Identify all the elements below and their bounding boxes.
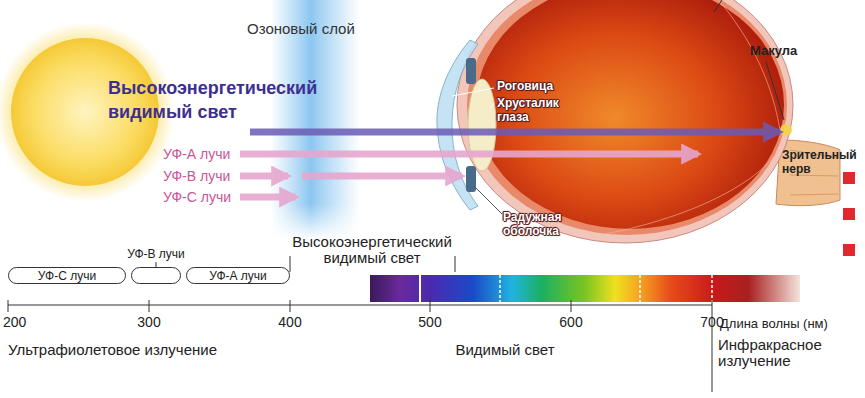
label: Видимый свет (445, 341, 565, 358)
leader-line (766, 62, 784, 120)
label: Высокоэнергетический видимый свет (108, 76, 323, 124)
spectrum-scale (455, 256, 456, 272)
ray-arrow (240, 173, 288, 180)
axis-number: 300 (134, 314, 164, 330)
eye (466, 58, 476, 84)
axis-number: 400 (275, 314, 305, 330)
label: Макула (750, 44, 797, 59)
leader-line (452, 88, 494, 96)
eye (457, 0, 793, 243)
band-label: УФ-С лучи (38, 269, 96, 283)
bullet-square (843, 244, 855, 256)
ray-arrow (240, 194, 296, 201)
eye (467, 0, 787, 235)
eye (476, 0, 784, 229)
label: Зрительный нерв (782, 148, 854, 176)
label: Высокоэнергетический видимый свет (272, 234, 472, 266)
spectrum-scale (712, 300, 713, 392)
label: Ультрафиолетовое излучение (8, 341, 217, 358)
ray-arrow (240, 132, 780, 197)
band-capsule: УФ-С лучи (8, 267, 126, 284)
band-label: УФ-В лучи (127, 247, 185, 261)
spectrum-scale (419, 275, 421, 302)
eye (466, 166, 476, 192)
spectrum-scale (370, 275, 800, 302)
spectrum-scale (149, 300, 150, 312)
bullet-square (843, 208, 855, 220)
spectrum-scale (290, 300, 291, 312)
spectrum-scale (639, 275, 641, 302)
axis-number: 500 (415, 314, 445, 330)
leader-line (490, 104, 494, 108)
band-capsule: УФ-В лучи (131, 267, 181, 284)
bullet-square (843, 172, 855, 256)
label: Радужная оболочка (503, 210, 583, 238)
ray-arrow (240, 151, 698, 158)
label: Инфракрасное излучение (718, 337, 838, 369)
label: УФ-А лучи (163, 146, 230, 162)
band-capsule: УФ-А лучи (186, 267, 290, 284)
leader-line (474, 186, 502, 214)
axis-number: 600 (556, 314, 586, 330)
label: УФ-В лучи (163, 168, 230, 184)
leader-line (452, 0, 800, 214)
leader-line (714, 0, 722, 12)
label: Роговица (497, 80, 553, 94)
eye (780, 124, 792, 136)
label: УФ-С лучи (163, 189, 231, 205)
eye (700, 0, 780, 130)
spectrum-scale (8, 256, 800, 392)
band-label: УФ-А лучи (209, 269, 267, 283)
ray-arrow (302, 173, 462, 180)
label: Длина волны (нм) (720, 317, 828, 332)
label: Озоновый слой (247, 20, 355, 37)
spectrum-scale (499, 275, 501, 302)
spectrum-scale (290, 256, 291, 272)
eye (600, 150, 780, 235)
spectrum-scale (8, 305, 712, 306)
ray-arrow (250, 129, 780, 136)
spectrum-scale (430, 300, 431, 312)
eye (437, 0, 840, 243)
label: Хрусталик глаза (497, 96, 577, 124)
spectrum-scale (8, 300, 9, 312)
bullet-square (843, 172, 855, 184)
spectrum-scale (711, 275, 713, 302)
spectrum-scale (571, 300, 572, 312)
axis-number: 200 (3, 314, 33, 330)
